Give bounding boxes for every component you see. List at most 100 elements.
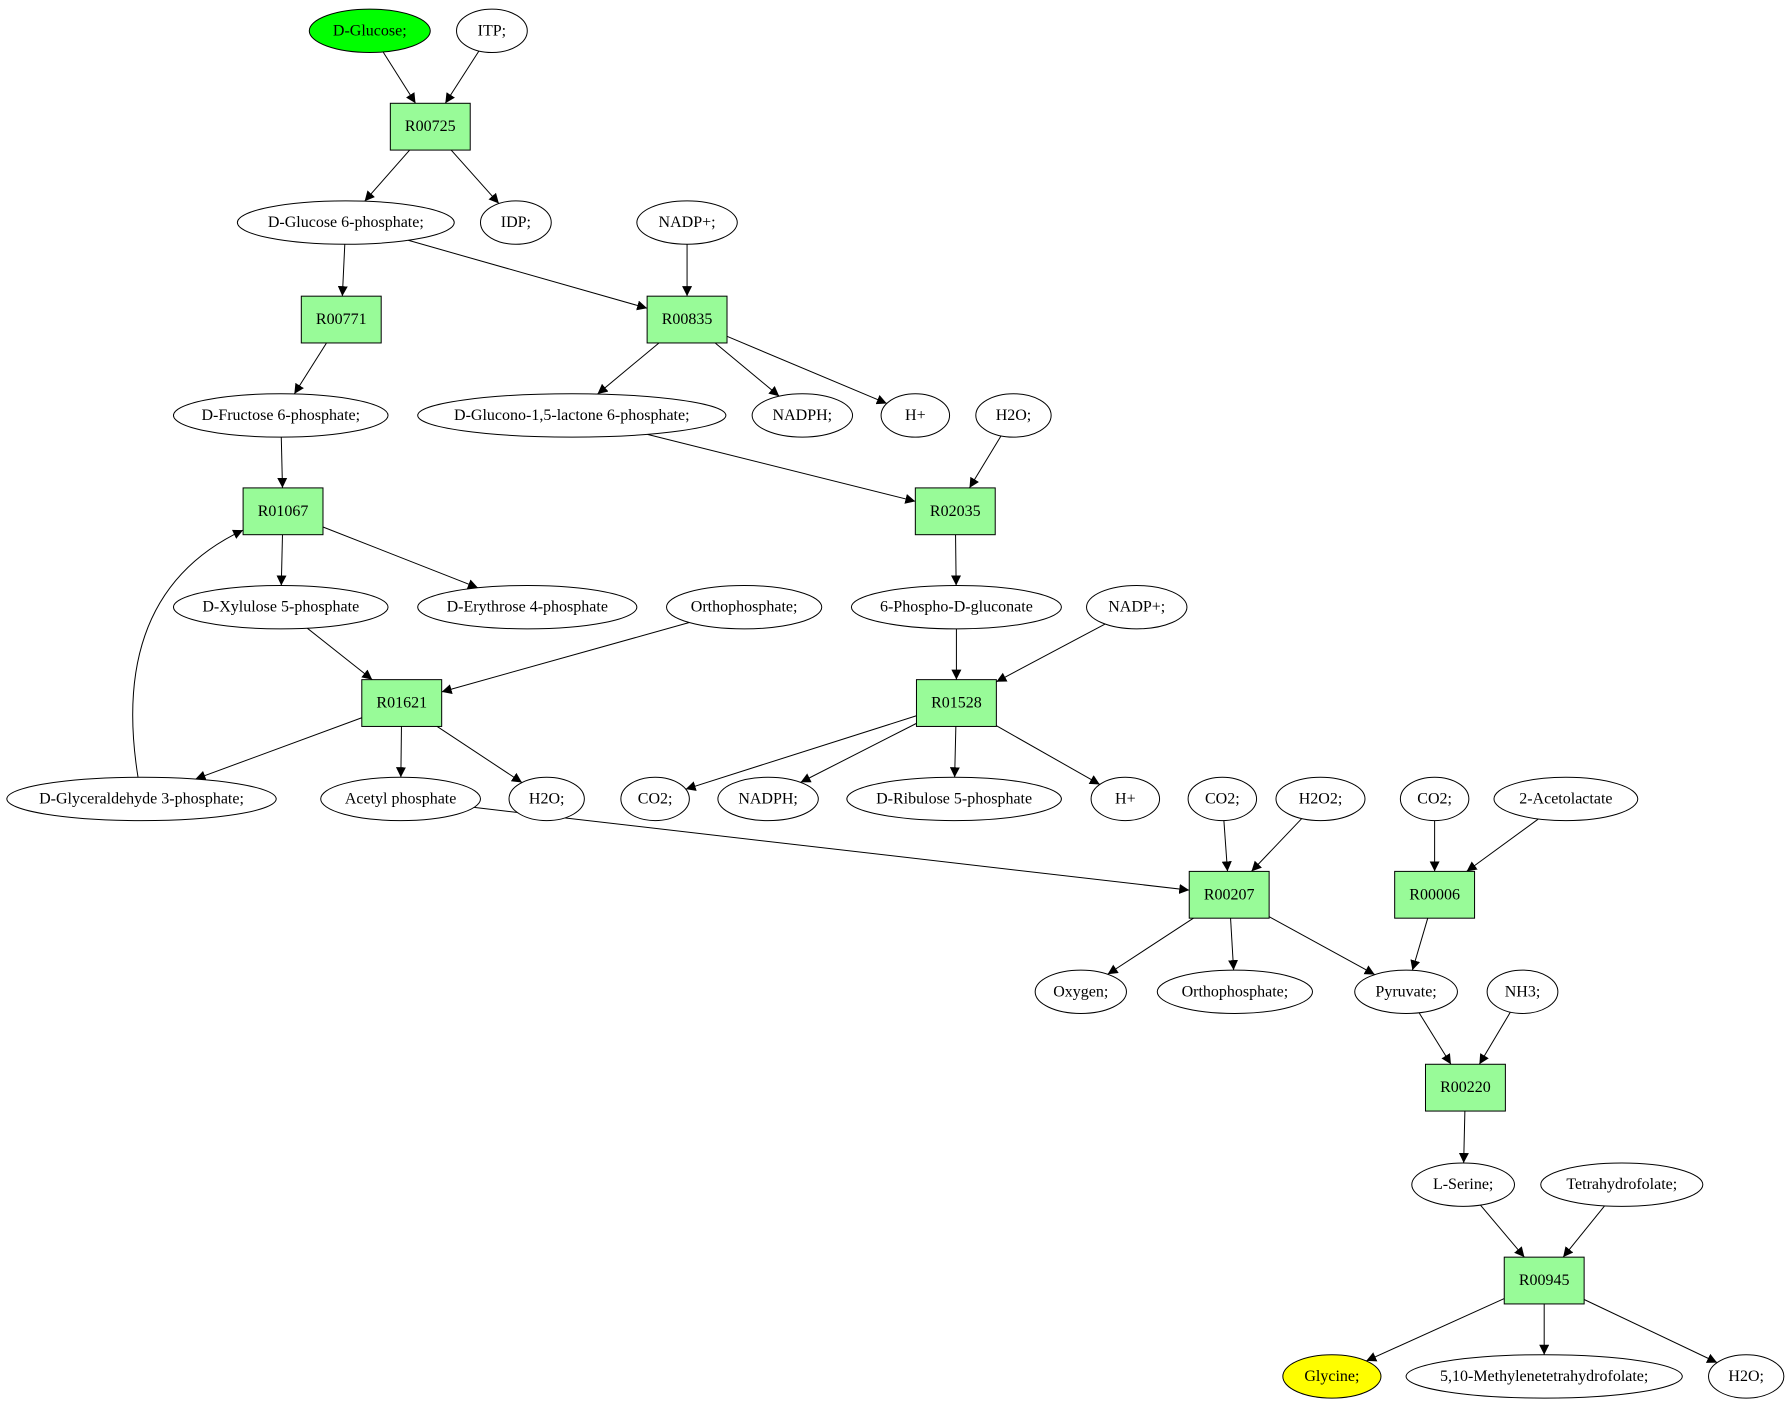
edge-co2_2-to-r00207	[1221, 820, 1232, 872]
edge-r01528-to-co2_1	[685, 715, 917, 791]
edge-r00725-to-d_glucose_6p	[364, 149, 411, 202]
compound-label: Acetyl phosphate	[345, 790, 457, 807]
compound-node-orthophosphate_1[interactable]: Orthophosphate;	[666, 584, 823, 630]
compound-node-nadp_2[interactable]: NADP+;	[1086, 584, 1188, 630]
compound-node-phospho_gluconate[interactable]: 6-Phospho-D-gluconate	[850, 584, 1062, 630]
compound-node-d_glucose[interactable]: D-Glucose;	[308, 8, 431, 53]
edge-d_xylulose_5p-to-r01621	[306, 627, 373, 681]
edge-h2o_1-to-r02035	[969, 435, 1002, 489]
compound-node-d_glyceraldehyde_3p[interactable]: D-Glyceraldehyde 3-phosphate;	[6, 776, 277, 822]
reaction-node-r00771[interactable]: R00771	[300, 295, 382, 344]
compound-node-methylene_thf[interactable]: 5,10-Methylenetetrahydrofolate;	[1405, 1354, 1683, 1399]
compound-node-acetyl_phosphate[interactable]: Acetyl phosphate	[320, 776, 481, 822]
compound-label: ITP;	[478, 22, 506, 39]
compound-node-h2o_3[interactable]: H2O;	[1708, 1354, 1785, 1399]
reaction-label: R00771	[316, 311, 367, 328]
reaction-node-r00006[interactable]: R00006	[1394, 870, 1476, 919]
reaction-label: R00725	[405, 118, 456, 135]
compound-node-h2o_1[interactable]: H2O;	[975, 393, 1052, 438]
edge-r00725-to-idp	[450, 149, 500, 204]
edge-d_glyceraldehyde_3p-to-r01067	[132, 529, 244, 778]
compound-node-h2o2[interactable]: H2O2;	[1275, 776, 1366, 822]
reaction-box	[914, 487, 996, 536]
compound-node-d_fructose_6p[interactable]: D-Fructose 6-phosphate;	[172, 393, 389, 438]
edge-d_glucose_6p-to-r00771	[337, 244, 348, 297]
edge-r01621-to-h2o_2	[436, 726, 523, 783]
compound-ellipse	[1282, 1354, 1382, 1399]
compound-label: D-Xylulose 5-phosphate	[202, 599, 359, 616]
compound-ellipse	[880, 393, 951, 438]
reaction-label: R00006	[1409, 886, 1460, 903]
reaction-node-r00725[interactable]: R00725	[389, 102, 471, 151]
compound-node-co2_2[interactable]: CO2;	[1187, 776, 1258, 822]
edge-r01621-to-d_glyceraldehyde_3p	[195, 717, 362, 781]
compound-ellipse	[1156, 969, 1314, 1014]
compound-ellipse	[717, 776, 819, 822]
compound-node-glycine[interactable]: Glycine;	[1282, 1354, 1382, 1399]
edge-r01621-to-acetyl_phosphate	[395, 726, 406, 778]
compound-node-nadph_2[interactable]: NADPH;	[717, 776, 819, 822]
compound-node-oxygen[interactable]: Oxygen;	[1034, 969, 1127, 1014]
reaction-node-r00945[interactable]: R00945	[1503, 1256, 1585, 1305]
compound-node-co2_3[interactable]: CO2;	[1399, 776, 1470, 822]
compound-ellipse	[172, 584, 389, 630]
compound-node-nadp_1[interactable]: NADP+;	[636, 200, 738, 245]
compound-label: CO2;	[1205, 790, 1240, 807]
compound-ellipse	[1493, 776, 1639, 822]
compound-node-h_plus_2[interactable]: H+	[1090, 776, 1161, 822]
reaction-node-r00207[interactable]: R00207	[1188, 870, 1270, 919]
compound-label: D-Ribulose 5-phosphate	[876, 790, 1032, 807]
compound-label: 6-Phospho-D-gluconate	[880, 599, 1033, 616]
edge-r01528-to-h_plus_2	[996, 725, 1101, 785]
reaction-node-r01528[interactable]: R01528	[915, 679, 997, 727]
compound-ellipse	[1034, 969, 1127, 1014]
reaction-node-r01621[interactable]: R01621	[361, 679, 443, 727]
edge-r00835-to-d_glucono_lactone_6p	[597, 342, 660, 395]
compound-node-h2o_2[interactable]: H2O;	[508, 776, 585, 822]
compound-node-co2_1[interactable]: CO2;	[620, 776, 690, 822]
reaction-box	[1424, 1063, 1506, 1112]
compound-ellipse	[1486, 969, 1559, 1014]
compound-label: H2O;	[1728, 1368, 1764, 1385]
compound-node-acetolactate[interactable]: 2-Acetolactate	[1493, 776, 1639, 822]
compound-label: 2-Acetolactate	[1519, 790, 1612, 807]
reaction-node-r00835[interactable]: R00835	[646, 295, 728, 344]
compound-node-h_plus_1[interactable]: H+	[880, 393, 951, 438]
compound-ellipse	[1187, 776, 1258, 822]
reaction-node-r00220[interactable]: R00220	[1424, 1063, 1506, 1112]
compound-label: D-Glucono-1,5-lactone 6-phosphate;	[454, 407, 689, 424]
compound-node-itp[interactable]: ITP;	[456, 8, 528, 53]
reaction-label: R00835	[662, 311, 713, 328]
compound-node-tetrahydrofolate[interactable]: Tetrahydrofolate;	[1540, 1162, 1704, 1207]
edge-d_glucose_6p-to-r00835	[408, 239, 648, 311]
compound-label: NH3;	[1505, 983, 1541, 1000]
compound-node-d_glucono_lactone_6p[interactable]: D-Glucono-1,5-lactone 6-phosphate;	[417, 393, 727, 438]
reaction-node-r02035[interactable]: R02035	[914, 487, 996, 536]
compound-label: H2O2;	[1299, 790, 1343, 807]
compound-label: Orthophosphate;	[691, 599, 798, 616]
reaction-label: R00945	[1519, 1272, 1570, 1289]
reaction-box	[1188, 870, 1270, 919]
compound-node-d_glucose_6p[interactable]: D-Glucose 6-phosphate;	[236, 200, 455, 245]
compound-node-nh3[interactable]: NH3;	[1486, 969, 1559, 1014]
reaction-box	[1503, 1256, 1585, 1305]
compound-node-idp[interactable]: IDP;	[479, 200, 552, 245]
compound-node-d_ribulose_5p[interactable]: D-Ribulose 5-phosphate	[846, 776, 1062, 822]
edge-r00945-to-glycine	[1366, 1298, 1505, 1362]
reaction-box	[300, 295, 382, 344]
compound-node-d_xylulose_5p[interactable]: D-Xylulose 5-phosphate	[172, 584, 389, 630]
compound-ellipse	[1411, 1162, 1516, 1207]
compound-node-d_erythrose_4p[interactable]: D-Erythrose 4-phosphate	[417, 584, 638, 630]
edge-orthophosphate_1-to-r01621	[441, 622, 690, 694]
reaction-node-r01067[interactable]: R01067	[242, 487, 324, 536]
compound-node-orthophosphate_2[interactable]: Orthophosphate;	[1156, 969, 1314, 1014]
edge-layer	[132, 50, 1718, 1364]
compound-node-pyruvate[interactable]: Pyruvate;	[1354, 969, 1458, 1014]
compound-node-nadph_1[interactable]: NADPH;	[751, 393, 854, 438]
compound-node-l_serine[interactable]: L-Serine;	[1411, 1162, 1516, 1207]
compound-label: D-Fructose 6-phosphate;	[201, 407, 360, 424]
compound-label: H2O;	[996, 407, 1032, 424]
edge-h2o2-to-r00207	[1251, 818, 1303, 872]
compound-label: H2O;	[529, 790, 565, 807]
